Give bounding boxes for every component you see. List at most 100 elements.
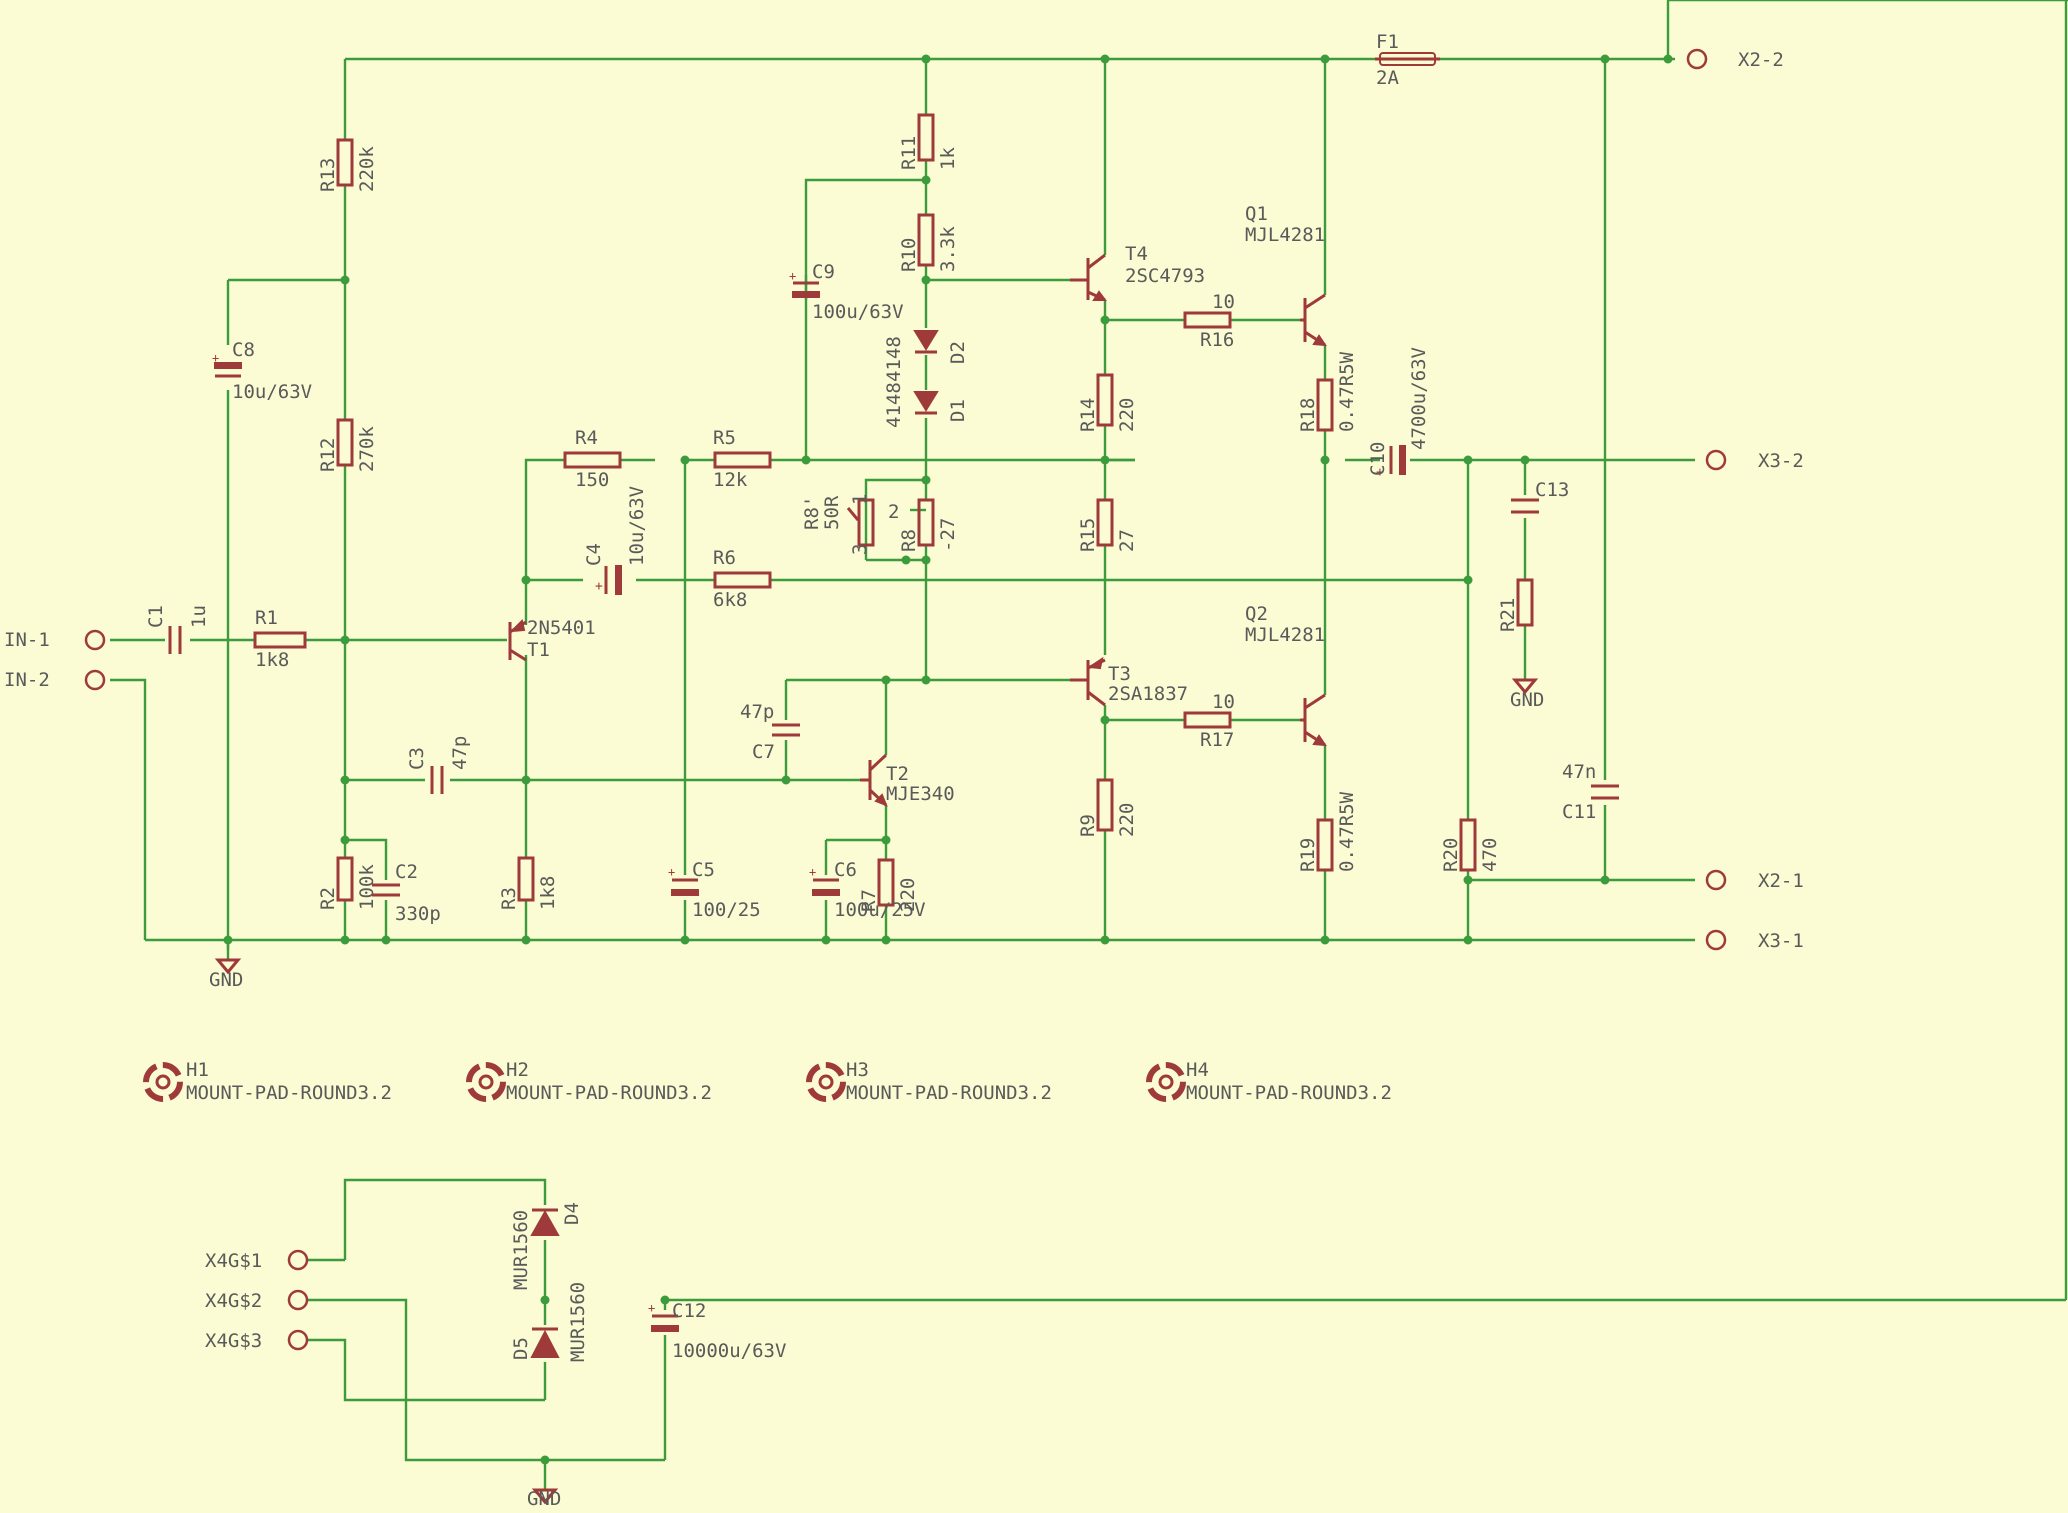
diode-D1[interactable] (913, 391, 939, 415)
resistor-R21[interactable] (1516, 578, 1534, 627)
resistor-R17[interactable] (1183, 711, 1232, 729)
C11-ref: C11 (1562, 801, 1596, 823)
R18-ref: R18 (1297, 398, 1319, 432)
resistor-R1[interactable] (253, 631, 307, 649)
transistor-T1[interactable] (508, 619, 527, 662)
R2-ref: R2 (317, 887, 339, 910)
transistor-T4[interactable] (1070, 253, 1107, 302)
port-x2-2-label: X2-2 (1738, 49, 1784, 71)
resistor-R11[interactable] (917, 113, 935, 162)
R8p-ref: R8' (801, 496, 823, 530)
transistor-Q2[interactable] (1300, 693, 1327, 747)
C1-value: 1u (188, 605, 210, 628)
capacitor-C2[interactable] (372, 883, 400, 897)
D4-value: MUR1560 (510, 1210, 532, 1290)
resistor-R18[interactable] (1316, 378, 1334, 432)
pot-pin3: 3 (849, 544, 871, 555)
capacitor-C9[interactable]: + (789, 269, 820, 298)
R8-value: -27 (937, 518, 959, 552)
mount-pad-H4[interactable] (1146, 1062, 1186, 1102)
C10-ref: C10 (1367, 442, 1389, 476)
capacitor-C10[interactable]: + (1376, 445, 1406, 480)
H1-ref: H1 (186, 1059, 209, 1081)
transistor-T3[interactable] (1070, 656, 1106, 707)
svg-text:+: + (212, 351, 219, 365)
capacitor-C6[interactable]: + (809, 865, 840, 896)
resistor-R5[interactable] (713, 451, 772, 469)
port-in1-icon[interactable] (84, 629, 106, 651)
port-x3-1-icon[interactable] (1705, 929, 1727, 951)
R1-ref: R1 (255, 607, 278, 629)
diode-D4[interactable] (530, 1208, 560, 1236)
diode-D5[interactable] (530, 1327, 560, 1358)
capacitor-C1[interactable] (168, 626, 182, 654)
port-x2-2-icon[interactable] (1686, 48, 1708, 70)
port-x2-1-label: X2-1 (1758, 870, 1804, 892)
port-x2-1-icon[interactable] (1705, 869, 1727, 891)
R8-ref: R8 (898, 529, 920, 552)
pot-pin1: 1 (849, 494, 871, 505)
svg-text:+: + (668, 865, 675, 879)
transistors: 2N5401 T1 T2 MJE340 T4 2SC4793 T3 2SA183… (508, 203, 1327, 807)
gnd-icon (531, 1488, 559, 1505)
capacitor-C3[interactable] (430, 766, 444, 794)
T3-value: 2SA1837 (1108, 683, 1188, 705)
potentiometer-R8p[interactable] (857, 498, 875, 547)
transistor-T2[interactable] (860, 753, 888, 807)
R4-ref: R4 (575, 427, 598, 449)
port-in2-icon[interactable] (84, 669, 106, 691)
mount-pad-H3[interactable] (806, 1062, 846, 1102)
D5-value: MUR1560 (567, 1282, 589, 1362)
capacitor-C13[interactable] (1511, 498, 1539, 514)
resistor-R4[interactable] (563, 451, 622, 469)
resistor-R10[interactable] (917, 213, 935, 267)
ground-symbols: GND GND GND (209, 678, 1544, 1510)
capacitor-C4[interactable]: + (595, 565, 622, 595)
capacitor-C11[interactable] (1591, 784, 1619, 800)
R17-value: 10 (1212, 691, 1235, 713)
gnd-label-3: GND (527, 1488, 561, 1510)
resistor-R2[interactable] (336, 856, 354, 902)
T1-ref: T1 (527, 639, 550, 661)
R6-ref: R6 (713, 547, 736, 569)
port-x4g3-icon[interactable] (287, 1329, 309, 1351)
C3-ref: C3 (406, 747, 428, 770)
capacitor-C12[interactable]: + (648, 1301, 679, 1332)
pot-pin2: 2 (888, 501, 899, 523)
svg-text:+: + (809, 865, 816, 879)
R14-value: 220 (1116, 398, 1138, 432)
resistor-R13[interactable] (336, 138, 354, 187)
resistor-R9[interactable] (1096, 778, 1114, 832)
resistor-R3[interactable] (517, 856, 535, 902)
mount-pad-H2[interactable] (466, 1062, 506, 1102)
transistor-Q1[interactable] (1300, 293, 1327, 347)
diode-D2[interactable] (913, 330, 939, 354)
R11-value: 1k (937, 147, 959, 170)
resistor-R20[interactable] (1459, 818, 1477, 872)
R17-ref: R17 (1200, 729, 1234, 751)
capacitor-C7[interactable] (772, 723, 800, 737)
D4-ref: D4 (561, 1202, 583, 1225)
resistor-R19[interactable] (1316, 818, 1334, 872)
C2-ref: C2 (395, 861, 418, 883)
port-x3-2-icon[interactable] (1705, 449, 1727, 471)
port-x4g1-icon[interactable] (287, 1249, 309, 1271)
resistor-R12[interactable] (336, 418, 354, 467)
resistor-R15[interactable] (1096, 498, 1114, 547)
svg-text:+: + (789, 269, 796, 283)
Q2-value: MJL4281 (1245, 624, 1325, 646)
resistor-R16[interactable] (1183, 311, 1232, 329)
C6-value: 100u/25V (834, 899, 926, 921)
C7-value: 47p (740, 701, 774, 723)
port-x4g2-icon[interactable] (287, 1289, 309, 1311)
R18-value: 0.47R5W (1336, 351, 1358, 432)
resistor-R14[interactable] (1096, 373, 1114, 427)
H4-value: MOUNT-PAD-ROUND3.2 (1186, 1082, 1392, 1104)
capacitor-C5[interactable]: + (668, 865, 699, 896)
resistor-R8[interactable] (917, 498, 935, 547)
mount-pad-H1[interactable] (143, 1062, 183, 1102)
resistor-R7[interactable] (877, 858, 895, 907)
resistor-R6[interactable] (713, 571, 772, 589)
C4-value: 10u/63V (626, 486, 648, 566)
capacitor-C8[interactable]: + (212, 351, 242, 378)
